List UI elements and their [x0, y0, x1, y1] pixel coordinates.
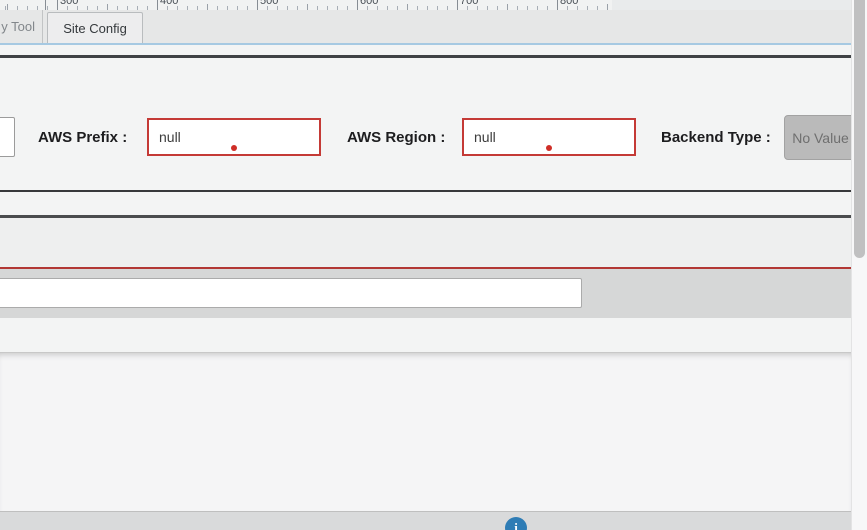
main-content: AWS Prefix : AWS Region : Backend Type :…	[0, 45, 857, 530]
backend-type-label: Backend Type :	[661, 128, 771, 146]
tab-site-config[interactable]: Site Config	[47, 12, 143, 43]
aws-prefix-field	[147, 118, 321, 156]
tab-bar: y Tool Site Config	[0, 10, 851, 43]
aws-prefix-label: AWS Prefix :	[38, 128, 128, 146]
footer-bar: i	[0, 511, 851, 530]
clipped-left-input[interactable]	[0, 117, 15, 157]
ruler-label-400: 400	[160, 0, 179, 7]
ruler-label-500: 500	[260, 0, 279, 7]
ruler-label-600: 600	[360, 0, 379, 7]
divider-dark-lower	[0, 215, 851, 218]
tab-site-config-label: Site Config	[63, 20, 127, 36]
info-icon[interactable]: i	[505, 517, 527, 530]
ruler-label-300: 300	[60, 0, 79, 7]
required-dot-icon	[546, 145, 552, 151]
divider-red	[0, 267, 851, 269]
band-text-input[interactable]	[0, 278, 582, 308]
ruler-label-800: 800	[560, 0, 579, 7]
aws-region-field	[462, 118, 636, 156]
divider-dark-top	[0, 55, 851, 58]
ruler-right-fill	[612, 0, 851, 10]
info-icon-glyph: i	[514, 520, 518, 530]
tab-tool-label: y Tool	[1, 19, 35, 34]
ruler-label-700: 700	[460, 0, 479, 7]
vertical-scrollbar-thumb[interactable]	[854, 0, 865, 258]
aws-region-label: AWS Region :	[347, 128, 446, 146]
section-strip	[0, 218, 851, 267]
tab-tool[interactable]: y Tool	[0, 10, 43, 43]
tab-accent-line	[0, 43, 851, 45]
divider-dark-middle	[0, 190, 851, 192]
horizontal-ruler: 300 400 500 600 700 800	[0, 0, 612, 10]
vertical-scrollbar-track[interactable]	[851, 0, 867, 530]
panel-top-divider	[0, 352, 851, 353]
toolbar-band	[0, 269, 851, 318]
lower-panel	[0, 353, 851, 511]
backend-type-value-button[interactable]: No Value	[784, 115, 857, 160]
ruler-major-ticks	[0, 0, 612, 10]
required-dot-icon	[231, 145, 237, 151]
